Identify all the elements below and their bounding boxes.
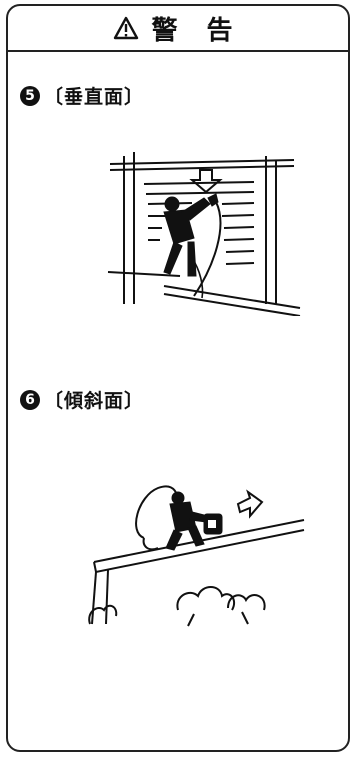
warning-header: 警 告	[8, 6, 348, 52]
warning-triangle-icon	[114, 16, 139, 40]
section-label: 〔垂直面〕	[44, 86, 145, 108]
vertical-surface-illustration	[107, 152, 301, 316]
section-label: 〔傾斜面〕	[44, 390, 145, 412]
inclined-surface-illustration	[88, 485, 305, 627]
section-inclined-surface: 6 〔傾斜面〕	[20, 386, 144, 413]
section-number-badge: 6	[20, 389, 40, 410]
warning-title: 警 告	[151, 15, 243, 46]
warning-card: 警 告 5 〔垂直面〕	[6, 4, 350, 752]
section-vertical-surface: 5 〔垂直面〕	[20, 82, 144, 109]
section-number-badge: 5	[20, 85, 40, 106]
